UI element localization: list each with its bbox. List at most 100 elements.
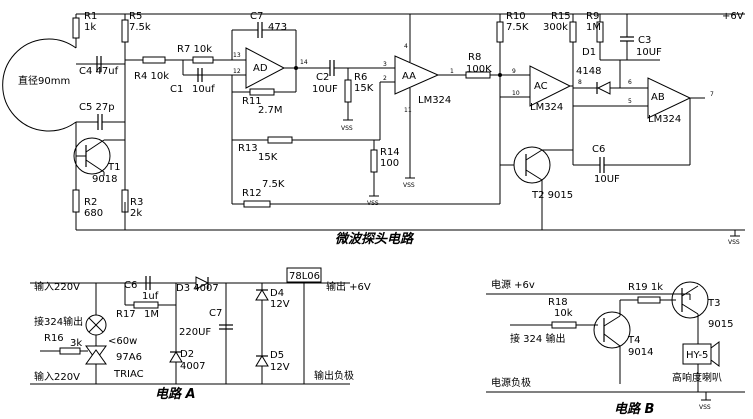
main-title: 微波探头电路 — [335, 231, 415, 247]
R17-value: 1M — [144, 309, 159, 320]
R3-label: R3 — [130, 197, 143, 208]
R11-label: R11 — [242, 96, 262, 107]
AB-opamp — [647, 77, 692, 119]
C1-value: 10uf — [192, 84, 215, 95]
AB-lm324-label: LM324 — [648, 114, 681, 125]
svg-text:10: 10 — [512, 90, 520, 97]
C3-label: C3 — [638, 35, 651, 46]
C4-label: C4 47uf — [79, 66, 119, 77]
R14-value: 100 — [380, 158, 399, 169]
C7-label: C7 — [250, 11, 263, 22]
R1-resistor — [72, 17, 80, 39]
R7-label: R7 10k — [177, 44, 212, 55]
triac-type: TRIAC — [113, 369, 144, 380]
C6-main-label: C6 — [592, 144, 605, 155]
vss-label-2: VSS — [403, 182, 415, 189]
circuit-b: 电源 +6v R18 10k 接 324 输出 T4 9014 R19 1k T… — [486, 278, 745, 417]
regulator-label: 78L06 — [289, 271, 320, 282]
R6-resistor — [344, 79, 352, 103]
C3-value: 10UF — [636, 47, 662, 58]
svg-text:11: 11 — [404, 107, 412, 114]
D1-value: 4148 — [576, 66, 601, 77]
R9-value: 1M — [586, 22, 601, 33]
lamp-label: <60w — [108, 336, 137, 347]
T1-label: T1 — [107, 162, 120, 173]
R6-value: 15K — [354, 83, 374, 94]
D2-diode — [169, 351, 183, 363]
R17-resistor — [133, 301, 159, 309]
R2-value: 680 — [84, 208, 103, 219]
R18-resistor — [551, 321, 577, 329]
R8-resistor — [465, 71, 491, 79]
T4-value: 9014 — [628, 347, 653, 358]
svg-text:1: 1 — [450, 68, 454, 75]
svg-text:6: 6 — [628, 79, 632, 86]
R14-resistor — [370, 149, 378, 173]
C7-value: 473 — [268, 22, 287, 33]
svg-text:7: 7 — [710, 91, 714, 98]
R7-resistor — [192, 56, 214, 64]
AA-lm324-label: LM324 — [418, 95, 451, 106]
R19-resistor — [637, 296, 661, 304]
svg-text:8: 8 — [578, 79, 582, 86]
AC-label: AC — [534, 81, 548, 92]
R15-resistor — [569, 21, 577, 43]
R13-resistor — [267, 136, 293, 144]
R12-value: 7.5K — [262, 179, 285, 190]
AD-label: AD — [253, 63, 268, 74]
svg-text:14: 14 — [300, 59, 308, 66]
AB-label: AB — [651, 92, 665, 103]
AA-opamp — [394, 55, 440, 95]
R10-value: 7.5K — [506, 22, 529, 33]
T2-label: T2 9015 — [531, 190, 573, 201]
speaker-label: 高响度喇叭 — [672, 371, 722, 384]
R2-resistor — [72, 189, 80, 213]
D3-diode — [195, 276, 210, 290]
vss-label-b: VSS — [699, 404, 711, 411]
C6-main-value: 10UF — [594, 174, 620, 185]
svg-text:9: 9 — [512, 68, 516, 75]
T4-label: T4 — [627, 335, 640, 346]
connect-324-label: 接324输出 — [34, 315, 83, 328]
C7-a-value: 220UF — [179, 327, 211, 338]
R4-label: R4 10k — [134, 71, 169, 82]
AC-opamp — [529, 65, 572, 107]
R11-value: 2.7M — [258, 105, 283, 116]
circuit-a-input-bottom: 输入220V — [34, 370, 80, 383]
R1-value: 1k — [84, 22, 96, 33]
D1-diode — [596, 81, 611, 95]
AD-opamp — [245, 47, 286, 89]
R5-label: R5 — [129, 11, 142, 22]
R5-resistor — [121, 19, 129, 43]
D5-value: 12V — [270, 362, 290, 373]
R17-label: R17 — [116, 309, 136, 320]
C2-value: 10UF — [312, 84, 338, 95]
T4-transistor — [593, 311, 631, 349]
R9-resistor — [596, 21, 604, 43]
R5-value: 7.5k — [129, 22, 151, 33]
R9-label: R9 — [586, 11, 599, 22]
D5-zener — [255, 355, 269, 367]
R12-resistor — [243, 200, 271, 208]
D4-label: D4 — [270, 288, 284, 299]
T3-value: 9015 — [708, 319, 733, 330]
circuit-a: 输入220V C6 1uf R17 1M D3 4007 D2 4007 C7 … — [30, 267, 371, 402]
vss-label-1: VSS — [341, 125, 353, 132]
D4-zener — [255, 289, 269, 301]
D1-label: D1 — [582, 47, 596, 58]
R18-label: R18 — [548, 297, 568, 308]
power-pos-label: 电源 +6v — [491, 278, 535, 291]
output-pos-label: 输出 +6V — [326, 280, 371, 293]
AA-label: AA — [402, 71, 416, 82]
R8-label: R8 — [468, 52, 481, 63]
connect-324-b-label: 接 324 输出 — [510, 332, 565, 345]
C1-label: C1 — [170, 84, 183, 95]
svg-text:5: 5 — [628, 98, 632, 105]
R6-label: R6 — [354, 72, 367, 83]
C7-a-label: C7 — [209, 308, 222, 319]
HY5-label: HY-5 — [686, 350, 708, 361]
svg-text:13: 13 — [233, 52, 241, 59]
R10-label: R10 — [506, 11, 526, 22]
output-neg-label: 输出负极 — [314, 369, 354, 382]
